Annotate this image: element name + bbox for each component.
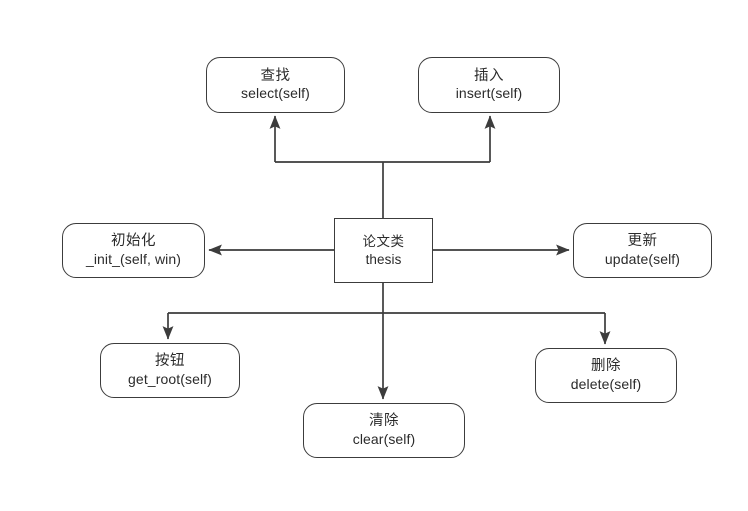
- node-get-root-label-en: get_root(self): [128, 370, 212, 387]
- node-delete-label-cn: 删除: [591, 358, 621, 375]
- node-delete-label-en: delete(self): [570, 375, 642, 392]
- node-select-label-en: select(self): [241, 85, 310, 102]
- node-insert-label-cn: 插入: [474, 67, 504, 84]
- node-thesis-label-en: thesis: [365, 251, 402, 267]
- node-update-label-cn: 更新: [627, 233, 658, 250]
- node-update[interactable]: 更新 update(self): [573, 223, 712, 278]
- node-delete[interactable]: 删除 delete(self): [535, 348, 677, 403]
- node-init-label-en: _init_(self, win): [85, 250, 182, 267]
- node-get-root[interactable]: 按钮 get_root(self): [100, 343, 240, 398]
- node-init[interactable]: 初始化 _init_(self, win): [62, 223, 205, 278]
- node-insert[interactable]: 插入 insert(self): [418, 57, 560, 113]
- node-clear[interactable]: 清除 clear(self): [303, 403, 465, 458]
- node-thesis[interactable]: 论文类 thesis: [334, 218, 433, 283]
- node-thesis-label-cn: 论文类: [362, 234, 405, 250]
- node-clear-label-cn: 清除: [369, 413, 399, 430]
- node-insert-label-en: insert(self): [455, 85, 523, 102]
- node-update-label-en: update(self): [604, 250, 681, 267]
- node-select[interactable]: 查找 select(self): [206, 57, 345, 113]
- node-select-label-cn: 查找: [260, 67, 291, 84]
- node-clear-label-en: clear(self): [352, 430, 416, 447]
- node-init-label-cn: 初始化: [111, 233, 156, 250]
- node-get-root-label-cn: 按钮: [155, 353, 185, 370]
